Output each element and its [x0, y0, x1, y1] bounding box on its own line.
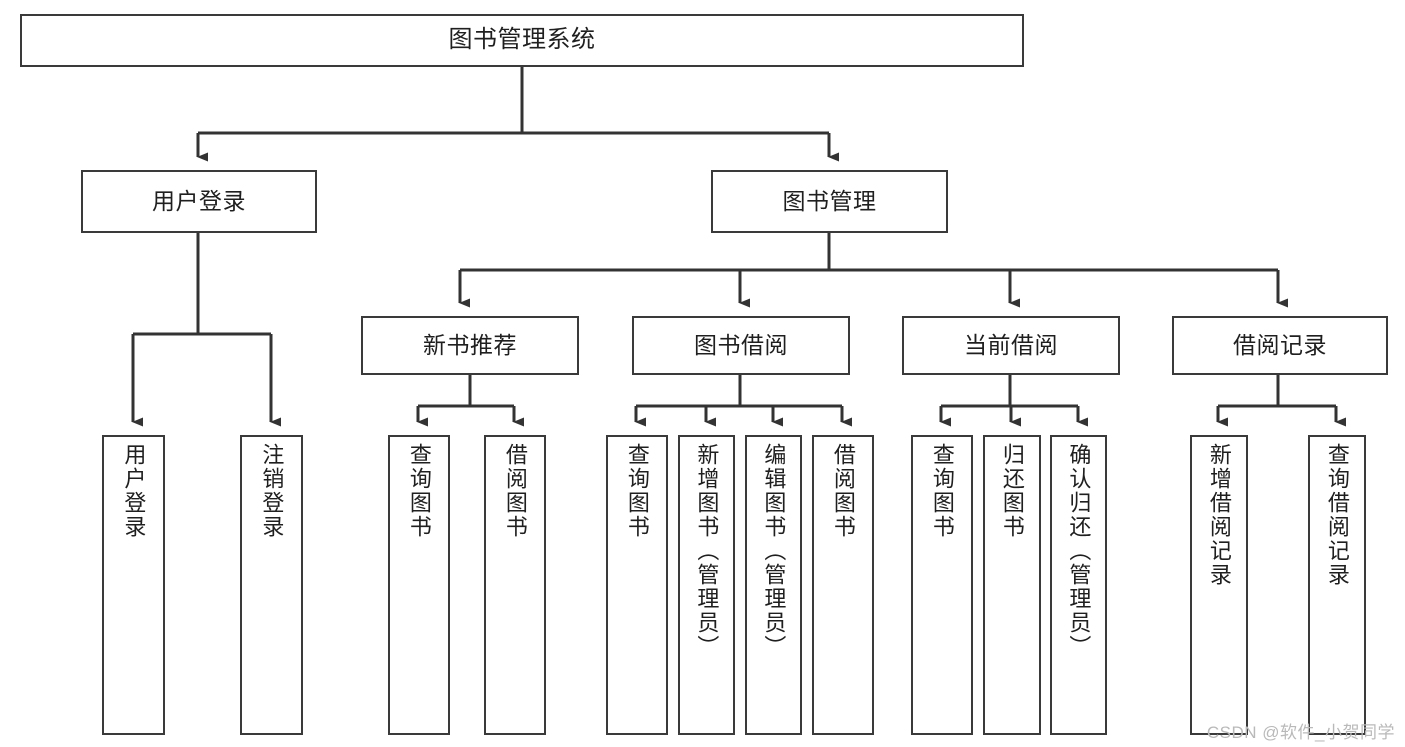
node-leaf-查询图书[interactable]: 查询图书 — [911, 435, 973, 735]
node-leaf-新增借阅记录[interactable]: 新增借阅记录 — [1190, 435, 1248, 735]
node-leaf-查询图书[interactable]: 查询图书 — [388, 435, 450, 735]
node-level3-新书推荐[interactable]: 新书推荐 — [361, 316, 579, 375]
node-label: 确认归还（管理员） — [1066, 443, 1092, 659]
node-level3-借阅记录[interactable]: 借阅记录 — [1172, 316, 1388, 375]
node-label: 当前借阅 — [964, 331, 1058, 358]
node-leaf-借阅图书[interactable]: 借阅图书 — [812, 435, 874, 735]
node-leaf-查询图书[interactable]: 查询图书 — [606, 435, 668, 735]
node-label: 借阅图书 — [502, 443, 528, 539]
node-label: 新书推荐 — [423, 331, 517, 358]
node-label: 借阅记录 — [1233, 331, 1327, 358]
node-root-图书管理系统[interactable]: 图书管理系统 — [20, 14, 1024, 67]
node-leaf-用户登录[interactable]: 用户登录 — [102, 435, 165, 735]
node-label: 新增图书（管理员） — [694, 443, 720, 659]
node-leaf-编辑图书-管理员[interactable]: 编辑图书（管理员） — [745, 435, 802, 735]
csdn-watermark: CSDN @软件_小贺同学 — [1206, 723, 1395, 742]
node-label: 归还图书 — [999, 443, 1025, 539]
node-leaf-注销登录[interactable]: 注销登录 — [240, 435, 303, 735]
node-label: 查询借阅记录 — [1324, 443, 1350, 587]
node-level3-图书借阅[interactable]: 图书借阅 — [632, 316, 850, 375]
node-level3-当前借阅[interactable]: 当前借阅 — [902, 316, 1120, 375]
node-leaf-借阅图书[interactable]: 借阅图书 — [484, 435, 546, 735]
node-label: 用户登录 — [152, 187, 246, 214]
node-label: 查询图书 — [624, 443, 650, 539]
node-leaf-确认归还-管理员[interactable]: 确认归还（管理员） — [1050, 435, 1107, 735]
node-leaf-查询借阅记录[interactable]: 查询借阅记录 — [1308, 435, 1366, 735]
node-label: 编辑图书（管理员） — [761, 443, 787, 659]
node-label: 图书管理 — [782, 187, 877, 214]
node-label: 新增借阅记录 — [1206, 443, 1232, 587]
node-label: 图书借阅 — [694, 331, 788, 358]
node-label: 图书管理系统 — [448, 26, 596, 54]
node-leaf-归还图书[interactable]: 归还图书 — [983, 435, 1041, 735]
node-leaf-新增图书-管理员[interactable]: 新增图书（管理员） — [678, 435, 735, 735]
node-level2-用户登录[interactable]: 用户登录 — [81, 170, 317, 233]
node-label: 借阅图书 — [830, 443, 856, 539]
node-label: 注销登录 — [259, 443, 285, 539]
node-label: 查询图书 — [929, 443, 955, 539]
node-label: 查询图书 — [406, 443, 432, 539]
node-label: 用户登录 — [121, 443, 147, 539]
node-level2-图书管理[interactable]: 图书管理 — [711, 170, 948, 233]
